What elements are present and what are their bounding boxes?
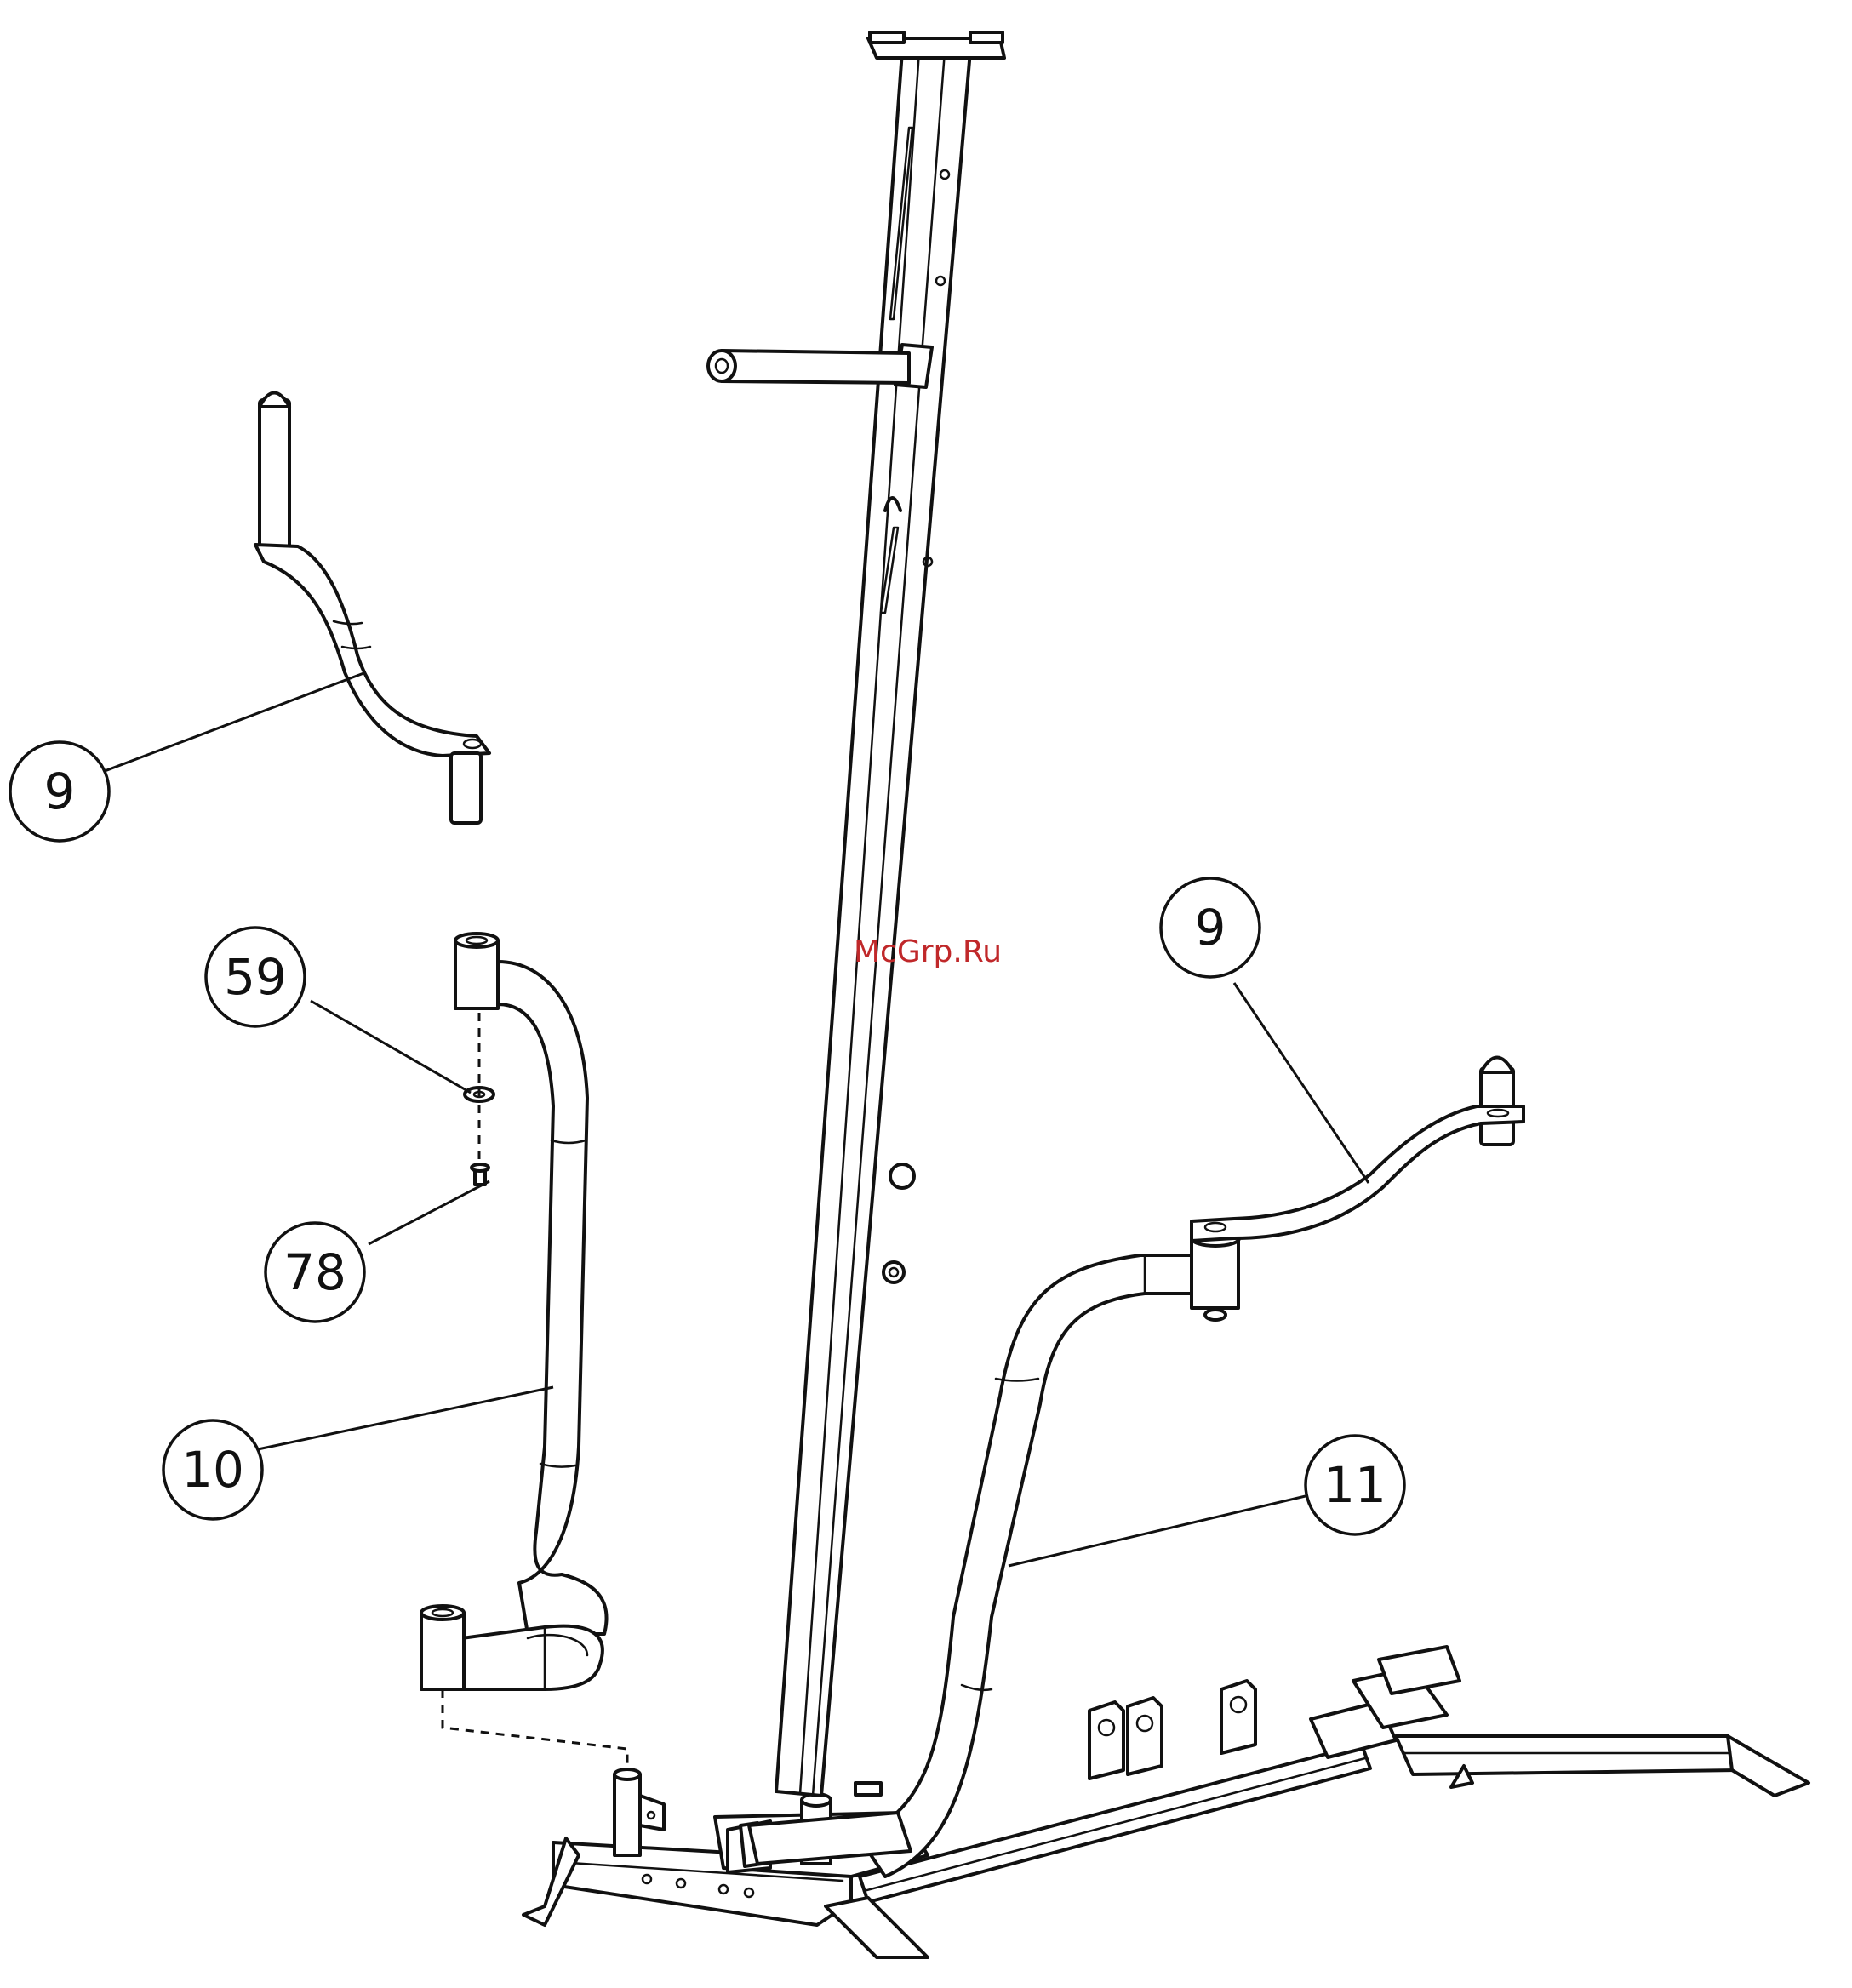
callout-11: 11 [1306,1436,1404,1534]
callout-9-left: 9 [10,742,109,841]
callout-9-right: 9 [1161,878,1260,977]
callout-label: 59 [224,948,287,1006]
callout-label: 11 [1323,1456,1386,1514]
callout-label: 78 [283,1243,346,1301]
callout-label: 10 [181,1441,244,1499]
base-frame [523,1647,1809,1957]
handle-left-part-9 [255,393,489,824]
handle-right-part-9 [1192,1058,1523,1242]
callout-59: 59 [206,928,305,1026]
callout-label: 9 [1195,899,1226,957]
callout-10: 10 [163,1420,262,1519]
callout-label: 9 [44,763,76,820]
arm-part-10 [421,934,607,1689]
watermark: McGrp.Ru [854,934,1002,969]
callout-78: 78 [266,1223,364,1322]
leader-lines [105,672,1369,1566]
upright-peg [708,351,909,383]
